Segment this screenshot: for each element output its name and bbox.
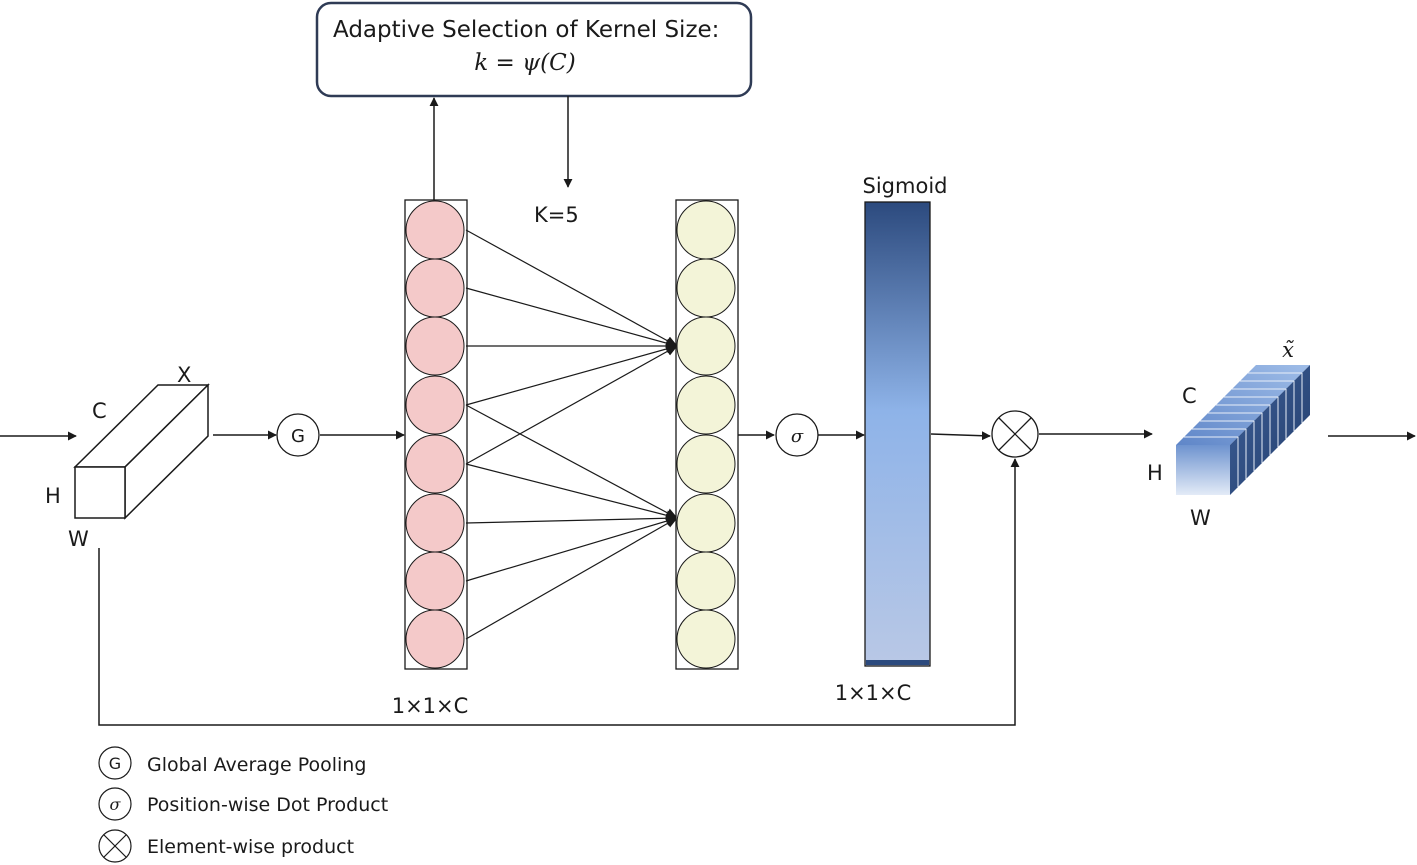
input-neuron (405, 551, 465, 611)
skip-connection (98, 458, 1020, 726)
input-label-x: X (177, 363, 191, 387)
legend-gap-label: Global Average Pooling (147, 754, 366, 776)
output-neuron (676, 316, 736, 376)
dim-label-left: 1×1×C (392, 694, 469, 718)
output-neuron (676, 551, 736, 611)
legend-item-product: Element-wise product (98, 829, 354, 863)
arrow-sigmoid-to-product (930, 431, 991, 441)
output-neuron (676, 258, 736, 318)
kernel-selection-box: Adaptive Selection of Kernel Size: k = ψ… (315, 1, 753, 98)
output-neuron (676, 609, 736, 669)
input-neuron (405, 258, 465, 318)
input-tensor: C X H W (45, 363, 210, 551)
legend-item-sigma: σ Position-wise Dot Product (98, 787, 388, 821)
legend-gap-symbol: G (109, 754, 121, 773)
output-neuron (676, 434, 736, 494)
output-tensor: x̃ C H W (1147, 338, 1310, 530)
dim-label-right: 1×1×C (835, 681, 912, 705)
kernel-box-title: Adaptive Selection of Kernel Size: (333, 17, 719, 43)
product-node (991, 410, 1039, 458)
sigma-node: σ (775, 413, 819, 457)
output-neuron (676, 200, 736, 260)
output-neuron (676, 493, 736, 553)
gap-symbol: G (291, 426, 305, 447)
legend: G Global Average Pooling σ Position-wise… (98, 746, 388, 863)
input-neuron (405, 200, 465, 260)
kernel-size-label: K=5 (534, 203, 579, 227)
input-label-h: H (45, 484, 61, 508)
output-neuron (676, 375, 736, 435)
output-label-c: C (1182, 384, 1197, 408)
input-neuron (405, 493, 465, 553)
legend-sigma-symbol: σ (110, 795, 122, 814)
sigmoid-label: Sigmoid (863, 174, 948, 198)
output-label-h: H (1147, 461, 1163, 485)
legend-sigma-label: Position-wise Dot Product (147, 794, 388, 816)
output-neuron-column (675, 199, 739, 670)
kernel-connections (465, 229, 679, 640)
sigmoid-bar (864, 201, 931, 667)
legend-product-label: Element-wise product (147, 836, 354, 858)
input-neuron (405, 434, 465, 494)
kernel-formula: k = ψ(C) (474, 50, 575, 76)
output-label-w: W (1190, 506, 1211, 530)
legend-item-gap: G Global Average Pooling (98, 746, 366, 780)
output-label-x-tilde: x̃ (1282, 338, 1294, 362)
gap-node: G (276, 413, 320, 457)
input-label-w: W (68, 527, 89, 551)
input-neuron (405, 316, 465, 376)
input-neuron (405, 609, 465, 669)
input-neuron (405, 375, 465, 435)
sigma-symbol: σ (791, 426, 804, 447)
input-neuron-column (404, 199, 468, 670)
input-label-c: C (92, 399, 107, 423)
